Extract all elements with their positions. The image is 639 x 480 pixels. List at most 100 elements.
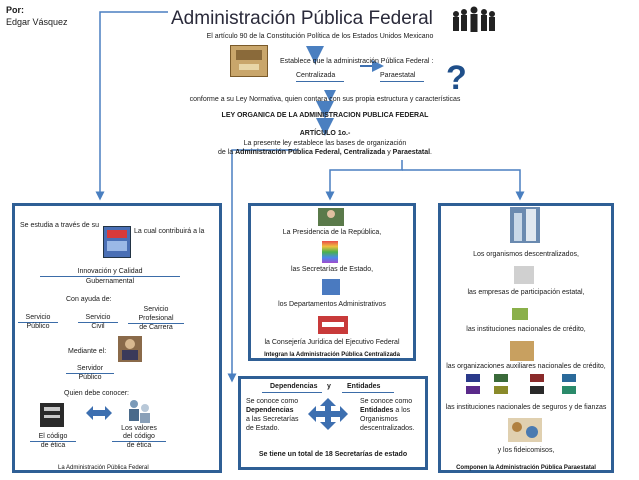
bank-building-icon [510,341,534,361]
entidades-desc-2: Entidades a los [360,407,410,415]
bases-text-2: de la Administración Pública Federal, Ce… [170,149,480,157]
bottom-panel [238,376,428,470]
article-90-text: El artículo 90 de la Constitución Políti… [206,33,434,40]
right-panel-footer: Componen la Administración Pública Parae… [456,465,596,471]
logo-5 [466,386,480,394]
industry-icon [514,266,534,284]
entidades-desc-4: descentralizados. [360,425,415,432]
connector-to-center [325,160,403,201]
servicio-carrera-underline [128,323,184,324]
bases-y: y [385,149,393,156]
paraestatal-item-3: las instituciones nacionales de crédito, [466,326,586,333]
public-servant-photo [118,336,142,362]
valores-2: del código [123,433,155,440]
servidor-underline [66,373,114,374]
people-silhouette-icon [448,4,500,38]
centralizada-underline [296,81,344,82]
valores-underline [112,441,166,442]
innovation-line-1: Innovación y Calidad [77,268,143,275]
departments-icon [322,279,340,295]
entidades-desc-1: Se conoce como [360,398,413,405]
law-book-icon [103,226,131,258]
entidades-label: Entidades [347,383,381,390]
servicio-civil-underline [78,322,118,323]
centralizada-label: Centralizada [296,72,336,79]
servicio-carrera-3: de Carrera [139,324,173,331]
paraestatal-item-4: las organizaciones auxiliares nacionales… [446,363,606,370]
entidades-rest: a los [393,407,411,414]
paraestatal-item-2: las empresas de participación estatal, [467,289,585,296]
contributes-text: La cual contribuirá a la [134,228,205,235]
money-icon [512,308,528,320]
article-1-label: ARTÍCULO 1o.- [299,130,351,137]
logo-2 [494,374,508,382]
dependencias-desc-2: Dependencias [246,407,294,414]
servicio-civil-2: Civil [91,323,105,330]
entidades-bold: Entidades [360,407,394,414]
center-panel-footer: Integran la Administración Pública Centr… [264,352,400,358]
logo-4 [562,374,576,382]
organic-norm-text: conforme a su Ley Normativa, quien conta… [189,96,461,103]
innovation-line-2: Gubernamental [85,278,135,285]
servicio-civil-1: Servicio [85,314,111,321]
entidades-desc-3: Organismos [360,416,398,423]
paraestatal-underline [380,81,424,82]
servicio-carrera-1: Servicio [143,306,169,313]
dependencias-desc-1: Se conoce como [246,398,299,405]
help-text: Con ayuda de: [66,296,112,303]
servicio-publico-2: Público [26,323,50,330]
establishes-text: Establece que la administración Pública … [280,58,434,65]
bases-apf: Administración Pública Federal, Centrali… [235,149,386,156]
logo-7 [530,386,544,394]
innovation-underline [40,276,180,277]
servicio-carrera-2: Profesional [138,315,174,322]
codigo-2: de ética [40,442,66,449]
logo-3 [530,374,544,382]
total-secretariats: Se tiene un total de 18 Secretarías de e… [258,451,408,458]
ethics-code-book-icon [40,403,64,427]
paraestatal-item-1: Los organismos descentralizados, [473,251,579,258]
logo-1 [466,374,480,382]
connector-to-bottom [227,149,298,383]
legal-counsel-logo [318,316,348,334]
dependencias-desc-4: de Estado. [246,425,280,432]
centralized-item-counsel: la Consejería Jurídica del Ejecutivo Fed… [264,339,400,346]
dependencias-desc-3: a las Secretarías [246,416,299,423]
left-panel-footer: La Administración Pública Federal [58,465,149,471]
servicio-publico-underline [18,322,58,323]
law-title: LEY ORGANICA DE LA ADMINISTRACION PUBLIC… [221,112,429,119]
buildings-photo [510,207,540,243]
paraestatal-item-5: las instituciones nacionales de seguros … [445,404,607,411]
connector-to-right [402,169,525,201]
logo-6 [494,386,508,394]
paraestatal-label: Paraestatal [380,72,416,79]
bases-end: . [430,149,432,156]
bases-text: La presente ley establece las bases de o… [243,140,407,147]
centralized-item-presidency: La Presidencia de la República, [282,229,382,236]
author-label: Por: [6,5,24,15]
logo-8 [562,386,576,394]
study-text: Se estudia a través de su [20,222,99,229]
page-title: Administración Pública Federal [171,8,433,29]
servidor-2: Público [78,374,102,381]
connector-title-to-left [95,11,168,201]
values-people-icon [128,398,152,424]
codigo-underline [30,441,76,442]
y-label: y [327,383,331,390]
bases-prefix: de la [218,149,236,156]
mediante-text: Mediante el: [68,348,107,355]
presidency-photo [318,208,344,226]
author-name: Edgar Vásquez [6,17,68,27]
double-arrow-icon [86,406,112,420]
secretariats-icon [322,241,338,263]
valores-1: Los valores [121,425,157,432]
servicio-publico-1: Servicio [25,314,51,321]
codigo-1: El código [38,433,68,440]
question-mark-icon: ? [446,59,467,97]
dependencias-underline [262,392,322,393]
trusts-icon [508,418,542,442]
bases-paraestatal: Paraestatal [392,149,431,156]
dependencias-label: Dependencias [270,383,318,390]
four-way-arrow-icon [308,398,348,430]
